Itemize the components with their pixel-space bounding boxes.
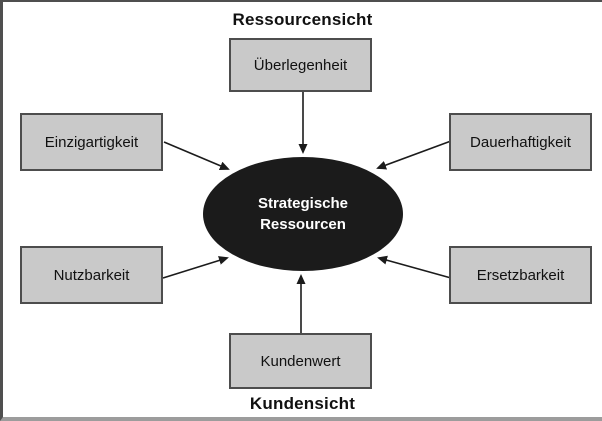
node-dauerhaftigkeit: Dauerhaftigkeit [449, 113, 592, 171]
node-ersetzbarkeit: Ersetzbarkeit [449, 246, 592, 304]
arrow-left-top-to-center [163, 141, 230, 171]
node-nutzbarkeit: Nutzbarkeit [20, 246, 163, 304]
node-kundenwert: Kundenwert [229, 333, 372, 389]
node-einzigartigkeit: Einzigartigkeit [20, 113, 163, 171]
arrow-right-bottom-to-center [377, 255, 452, 279]
resource-view-header: Ressourcensicht [232, 10, 373, 29]
customer-view-header: Kundensicht [249, 394, 356, 413]
arrow-left-bottom-to-center [162, 256, 229, 279]
arrow-right-top-to-center [376, 140, 452, 170]
center-ellipse-strategische-ressourcen: Strategische Ressourcen [203, 157, 403, 271]
node-ueberlegenheit: Überlegenheit [229, 38, 372, 92]
center-label-line2: Ressourcen [260, 216, 346, 233]
center-label-line1: Strategische [257, 195, 349, 212]
